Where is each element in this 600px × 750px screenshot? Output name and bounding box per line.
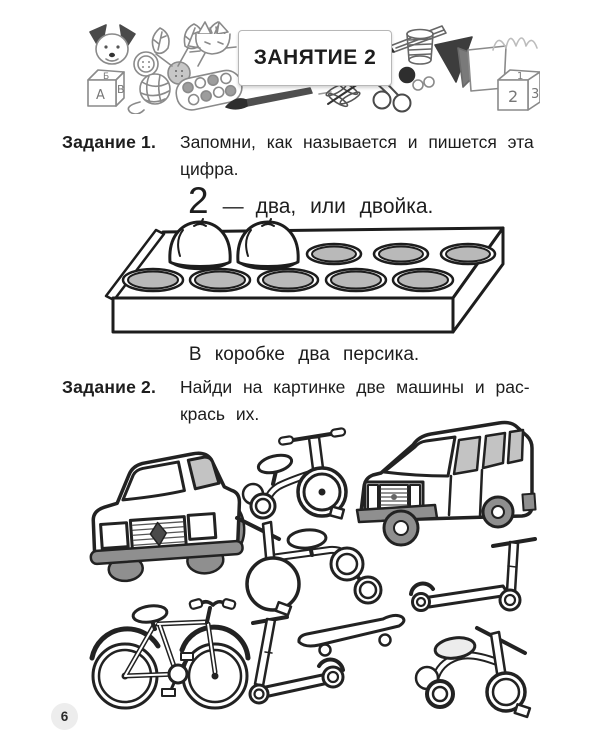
peach-box-figure: В коробке два персика.	[88, 218, 520, 366]
task-2-line2: крась их.	[180, 404, 260, 424]
holes-back-row	[305, 242, 497, 266]
peach-1	[168, 218, 232, 271]
task-2: Задание 2. Найди на картинке две машины …	[62, 374, 546, 428]
tricycle-1-illustration	[241, 427, 348, 520]
box-front	[111, 296, 455, 334]
paintbrush-icon	[225, 87, 332, 110]
digit-2: 2	[188, 180, 209, 221]
digit-definition: 2 — два, или двойка.	[188, 180, 433, 222]
number-cube-icon: 1 2 3	[497, 69, 540, 111]
task-1-line2: цифра.	[180, 159, 239, 179]
lesson-header: Б А В	[60, 20, 540, 114]
task-2-text: Найди на картинке две машины и рас- крас…	[180, 374, 546, 428]
kick-scooter-2-illustration	[409, 537, 537, 612]
svg-text:Б: Б	[103, 72, 109, 82]
hand-sketch-icon	[492, 37, 538, 51]
lesson-title-box: ЗАНЯТИЕ 2	[238, 30, 392, 86]
vehicles-illustration	[89, 420, 537, 719]
kick-scooter-1-illustration	[248, 615, 345, 705]
tricycle-2-illustration	[235, 516, 383, 617]
peach-box-illustration	[104, 218, 505, 334]
svg-text:1: 1	[517, 71, 523, 82]
bicycle-illustration	[89, 598, 251, 710]
task-1-line1: Запомни, как называется и пишется эта	[180, 132, 534, 152]
tricycle-3-illustration	[414, 626, 532, 719]
svg-text:В: В	[117, 83, 125, 96]
paint-palette-icon	[175, 69, 243, 111]
dog-icon	[89, 24, 136, 65]
car-illustration	[89, 451, 246, 583]
figure-caption: В коробке два персика.	[188, 344, 420, 365]
alphabet-cube-icon: Б А В	[87, 69, 125, 107]
button-thread-icon	[398, 66, 435, 91]
svg-text:А: А	[96, 88, 105, 103]
peach-2	[236, 218, 300, 271]
box-rim	[104, 228, 166, 302]
suv-illustration	[355, 420, 537, 547]
skateboard-illustration	[297, 613, 406, 657]
cat-icon	[188, 21, 237, 55]
task-2-line1: Найди на картинке две машины и рас-	[180, 377, 530, 397]
task-1-label: Задание 1.	[62, 132, 157, 152]
digit-name: два, или двойка.	[255, 195, 434, 218]
lesson-title: ЗАНЯТИЕ 2	[253, 46, 377, 69]
yarn-ball-icon	[127, 73, 171, 114]
thread-spool-icon	[406, 28, 434, 65]
task-2-label: Задание 2.	[62, 377, 157, 397]
task-1-text: Запомни, как называется и пишется эта ци…	[180, 129, 546, 183]
holes-front-row	[121, 267, 455, 293]
task-1: Задание 1. Запомни, как называется и пиш…	[62, 129, 546, 183]
page-number-badge: 6	[51, 703, 78, 730]
svg-text:2: 2	[508, 87, 518, 106]
dash: —	[222, 195, 244, 218]
svg-text:3: 3	[531, 87, 539, 102]
page-number: 6	[60, 709, 69, 724]
